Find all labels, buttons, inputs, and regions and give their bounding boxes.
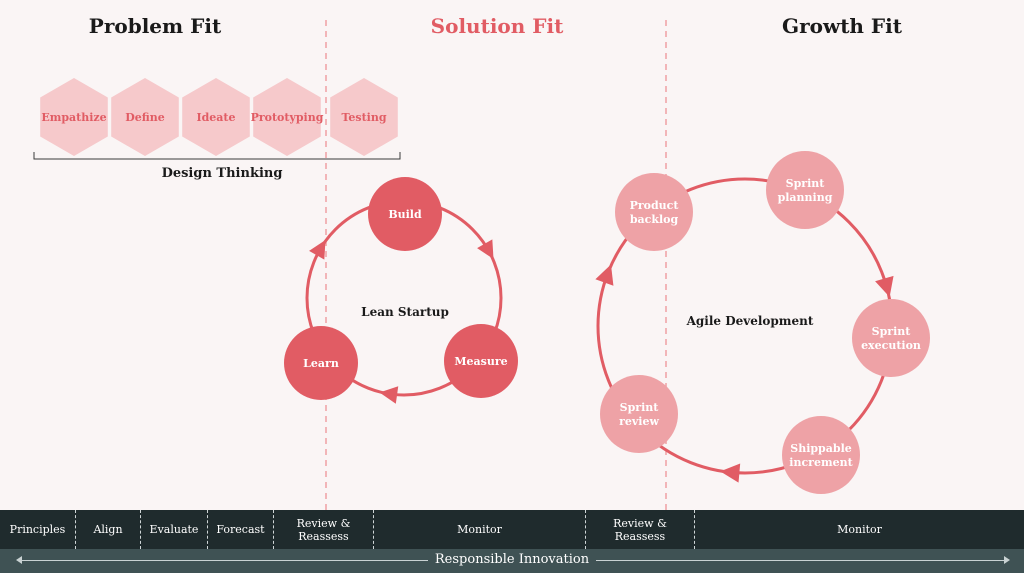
hexagon-label-testing: Testing [341,111,386,124]
bar-cell-align: Align [75,510,140,549]
right-arrow-icon [1004,556,1010,564]
design-thinking-label: Design Thinking [162,166,283,181]
agile-node-sprint-review [600,375,678,453]
agile-arrow-2 [720,463,741,483]
lean-arrow-1 [477,239,494,260]
left-rule [20,560,428,561]
hexagon-label-empathize: Empathize [41,111,106,124]
hexagon-prototyping [253,78,321,156]
hexagon-label-ideate: Ideate [196,111,235,124]
right-rule [596,560,1004,561]
lean-node-measure [444,324,518,398]
bar-cell-monitor-2: Monitor [694,510,1024,549]
design-thinking-bracket [33,152,401,160]
lean-node-label-measure: Measure [454,355,507,368]
agile-arrow-3 [595,264,614,286]
growth-fit-title: Growth Fit [782,14,902,38]
left-arrow-icon [16,556,22,564]
hexagon-label-prototyping: Prototyping [251,111,324,124]
agile-arrow-1 [875,275,894,298]
bar-cell-review-reassess-2: Review & Reassess [585,510,694,549]
bar-cell-evaluate: Evaluate [140,510,207,549]
bar-cell-principles: Principles [9,523,66,536]
lean-startup-label: Lean Startup [361,305,449,319]
lean-arrow-2 [379,386,399,404]
lean-arrow-3 [309,239,326,260]
process-bar: Principles Align Evaluate Forecast Revie… [0,510,1024,549]
responsible-innovation-label: Responsible Innovation [434,552,590,567]
innovation-diagram: Empathize Define Ideate Prototyping TestingD… [33,20,930,510]
agile-node-sprint-planning [766,151,844,229]
agile-node-sprint-execution [852,299,930,377]
hexagon-empathize [40,78,108,156]
hexagon-label-define: Define [125,111,165,124]
lean-node-build [368,177,442,251]
lean-node-label-learn: Learn [303,357,339,370]
hexagon-define [111,78,179,156]
hexagon-ideate [182,78,250,156]
responsible-innovation-bar: Responsible Innovation [0,549,1024,573]
lean-node-label-build: Build [388,208,422,221]
agile-node-product-backlog [615,173,693,251]
problem-fit-title: Problem Fit [88,14,222,38]
solution-fit-title: Solution Fit [430,14,564,38]
bar-cell-forecast: Forecast [207,510,273,549]
bar-cell-review-reassess-1: Review & Reassess [273,510,373,549]
lean-node-learn [284,326,358,400]
agile-development-label: Agile Development [686,314,814,328]
agile-node-shippable-increment [782,416,860,494]
bar-cell-monitor-1: Monitor [373,510,585,549]
hexagon-testing [330,78,398,156]
